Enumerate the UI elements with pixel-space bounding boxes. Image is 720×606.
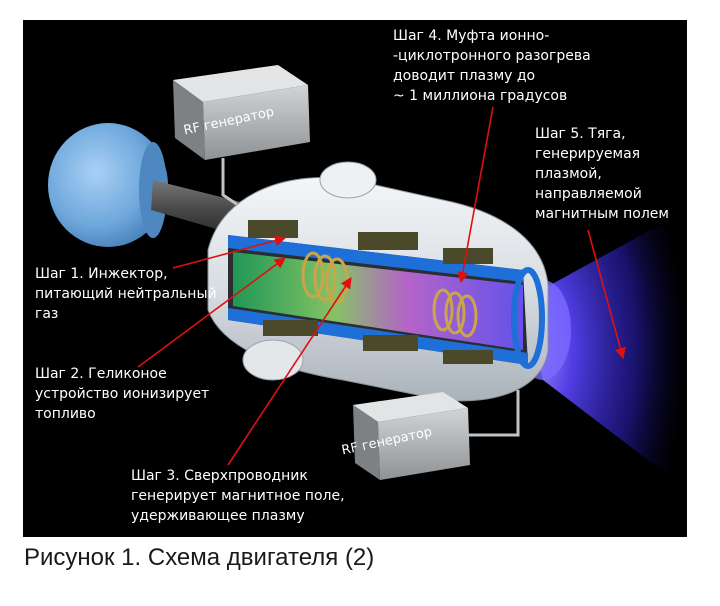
- step4-label: Шаг 4. Муфта ионно- -циклотронного разог…: [393, 28, 591, 104]
- icrh-coil: [432, 288, 478, 338]
- arrow-step5: [587, 229, 626, 360]
- step5-label: Шаг 5. Тяга, генерируемая плазмой, напра…: [535, 126, 669, 222]
- arrow-step2: [137, 257, 286, 368]
- pointer-arrows: [137, 106, 626, 466]
- arrow-step1: [172, 235, 287, 269]
- step2-label: Шаг 2. Геликоное устройство ионизирует т…: [35, 366, 210, 422]
- arrow-step3: [227, 277, 352, 466]
- engine-housing: [207, 161, 549, 402]
- figure-caption: Рисунок 1. Схема двигателя (2): [24, 544, 375, 571]
- propellant-tank: [48, 123, 168, 247]
- rf-generator-top-box: [173, 65, 310, 160]
- step1-label: Шаг 1. Инжектор, питающий нейтральный га…: [35, 266, 217, 322]
- plasma-exhaust: [523, 210, 687, 490]
- step3-label: Шаг 3. Сверхпроводник генерирует магнитн…: [131, 468, 345, 524]
- engine-illustration: [48, 65, 687, 490]
- engine-diagram: RF генератор RF генератор Шаг 1. Инжекто…: [23, 20, 687, 537]
- rf-generator-bottom-box: [353, 392, 470, 480]
- arrow-step4: [457, 106, 494, 284]
- superconductor-magnets: [248, 220, 493, 364]
